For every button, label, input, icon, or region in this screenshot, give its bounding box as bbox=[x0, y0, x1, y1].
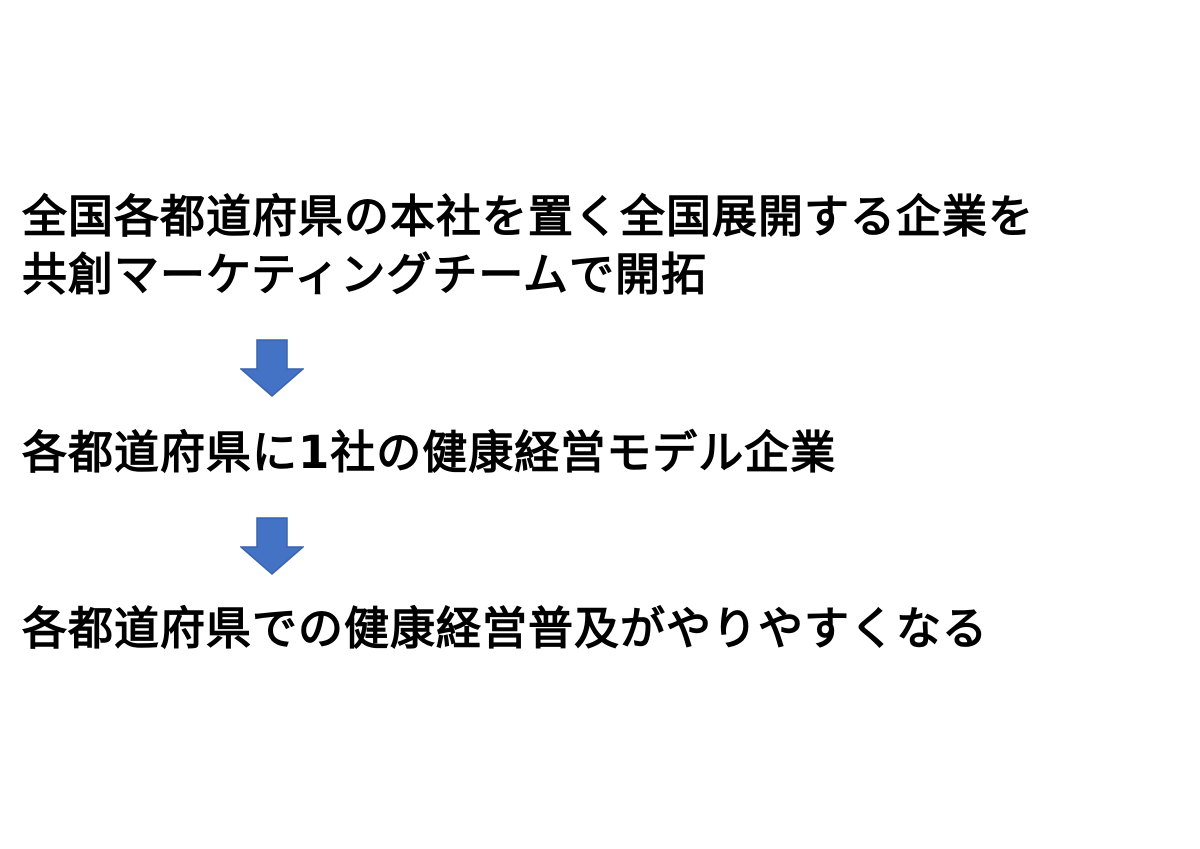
step-1-line-1: 全国各都道府県の本社を置く全国展開する企業を bbox=[22, 190, 1035, 243]
step-2-text: 各都道府県に1社の健康経営モデル企業 bbox=[22, 424, 836, 482]
down-arrow-shape bbox=[240, 339, 304, 397]
step-1-text: 全国各都道府県の本社を置く全国展開する企業を 共創マーケティングチームで開拓 bbox=[22, 188, 1034, 304]
down-arrow-icon bbox=[240, 517, 304, 575]
step-2-line-1: 各都道府県に1社の健康経営モデル企業 bbox=[22, 426, 837, 479]
down-arrow-shape bbox=[240, 517, 304, 575]
step-1-line-2: 共創マーケティングチームで開拓 bbox=[22, 248, 708, 301]
down-arrow-icon bbox=[240, 339, 304, 397]
step-3-text: 各都道府県での健康経営普及がやりやすくなる bbox=[22, 600, 988, 658]
step-3-line-1: 各都道府県での健康経営普及がやりやすくなる bbox=[22, 602, 989, 655]
